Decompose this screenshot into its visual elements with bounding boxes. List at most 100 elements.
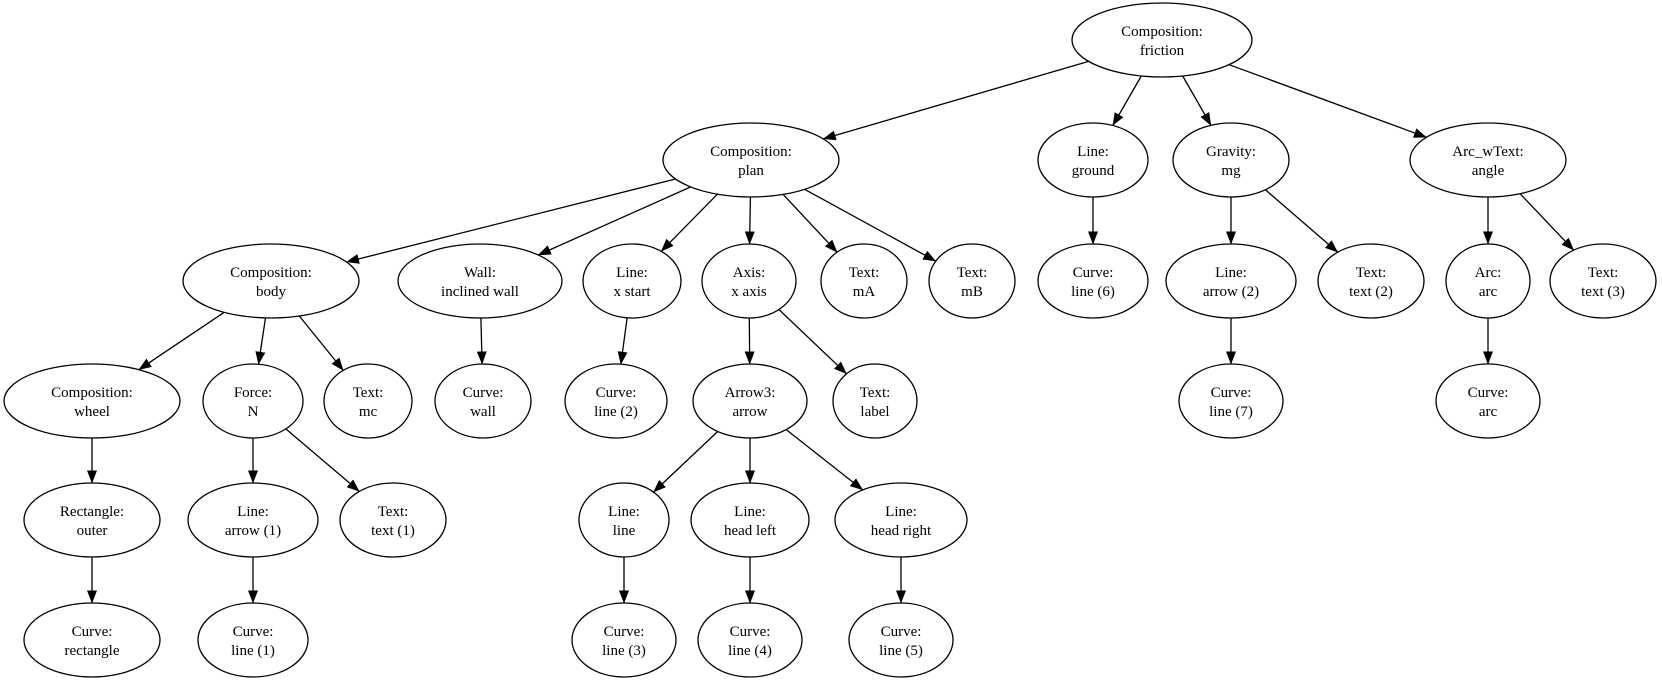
node-type-label: Text: — [849, 265, 880, 281]
node-name-label: text (1) — [371, 523, 415, 539]
node-type-label: Text: — [353, 385, 384, 401]
node-type-label: Curve: — [72, 624, 113, 640]
node-name-label: text (3) — [1581, 284, 1625, 300]
node-ellipse — [832, 363, 918, 439]
node-mA: Text:mA — [820, 243, 908, 319]
node-name-label: arc — [1479, 284, 1498, 300]
node-type-label: Curve: — [1211, 385, 1252, 401]
node-name-label: text (2) — [1349, 284, 1393, 300]
node-ellipse — [1549, 243, 1657, 319]
node-type-label: Curve: — [596, 385, 637, 401]
node-name-label: mg — [1221, 163, 1241, 179]
node-type-label: Gravity: — [1206, 144, 1256, 160]
node-line7: Curve: line (7) — [1178, 363, 1284, 439]
node-angle: Arc_wText:angle — [1409, 122, 1567, 198]
node-text3: Text: text (3) — [1549, 243, 1657, 319]
node-type-label: Composition: — [710, 144, 792, 160]
edge-arrow3-lineline — [653, 431, 719, 493]
node-headright: Line:head right — [834, 482, 968, 558]
node-name-label: line (5) — [879, 643, 923, 659]
node-name-label: outer — [77, 523, 108, 539]
node-ellipse — [1037, 122, 1149, 198]
node-type-label: Text: — [1588, 265, 1619, 281]
node-line2: Curve:line (2) — [564, 363, 668, 439]
node-type-label: Arc_wText: — [1452, 144, 1523, 160]
node-type-label: Force: — [234, 385, 272, 401]
node-line1: Curve:line (1) — [197, 602, 309, 678]
node-type-label: Rectangle: — [60, 504, 124, 520]
edge-plan-body — [346, 178, 676, 264]
edge-body-forceN — [255, 317, 267, 365]
node-name-label: friction — [1140, 43, 1185, 59]
node-name-label: line (7) — [1209, 404, 1253, 420]
node-wheel: Composition:wheel — [3, 363, 181, 439]
node-body: Composition: body — [182, 243, 360, 319]
node-type-label: Line: — [616, 265, 648, 281]
edge-body-mc — [298, 315, 344, 371]
node-mc: Text:mc — [323, 363, 413, 439]
node-name-label: head left — [724, 523, 777, 539]
node-type-label: Line: — [608, 504, 640, 520]
node-ellipse — [848, 602, 954, 678]
node-line4: Curve: line (4) — [697, 602, 803, 678]
node-type-label: Curve: — [233, 624, 274, 640]
node-ellipse — [202, 363, 304, 439]
node-type-label: Wall: — [464, 265, 496, 281]
node-name-label: plan — [738, 163, 764, 179]
node-ellipse — [1037, 243, 1149, 319]
node-arrow1: Line:arrow (1) — [187, 482, 319, 558]
node-mB: Text:mB — [928, 243, 1016, 319]
node-ellipse — [187, 482, 319, 558]
node-name-label: rectangle — [65, 643, 120, 659]
node-name-label: angle — [1472, 163, 1505, 179]
node-type-label: Text: — [860, 385, 891, 401]
node-type-label: Text: — [378, 504, 409, 520]
node-type-label: Curve: — [730, 624, 771, 640]
node-ellipse — [690, 482, 810, 558]
edge-friction-angle — [1228, 64, 1427, 138]
node-name-label: ground — [1072, 163, 1115, 179]
node-forceN: Force: N — [202, 363, 304, 439]
node-type-label: Axis: — [733, 265, 766, 281]
node-ellipse — [23, 602, 161, 678]
node-ellipse — [582, 243, 682, 319]
node-name-label: x axis — [731, 284, 767, 300]
node-type-label: Composition: — [230, 265, 312, 281]
node-text1: Text: text (1) — [339, 482, 447, 558]
node-ellipse — [834, 482, 968, 558]
node-ellipse — [197, 602, 309, 678]
node-name-label: line (4) — [728, 643, 772, 659]
node-rectangle: Curve: rectangle — [23, 602, 161, 678]
node-ellipse — [697, 602, 803, 678]
edge-forceN-text1 — [285, 428, 360, 492]
node-type-label: Composition: — [51, 385, 133, 401]
node-name-label: arrow — [733, 404, 768, 420]
node-arrow3: Arrow3:arrow — [692, 363, 808, 439]
node-name-label: N — [248, 404, 259, 420]
node-ellipse — [1172, 122, 1290, 198]
node-ellipse — [23, 482, 161, 558]
node-type-label: Curve: — [881, 624, 922, 640]
node-ellipse — [1178, 363, 1284, 439]
node-xaxis: Axis: x axis — [701, 243, 797, 319]
edge-body-wheel — [138, 311, 225, 371]
edge-mg-text2 — [1264, 189, 1339, 253]
node-wall: Wall: inclined wall — [397, 243, 563, 319]
node-outer: Rectangle: outer — [23, 482, 161, 558]
node-line6: Curve:line (6) — [1037, 243, 1149, 319]
node-ground: Line:ground — [1037, 122, 1149, 198]
node-ellipse — [1071, 2, 1253, 78]
nodes-layer: Composition:frictionComposition:planLine… — [3, 2, 1657, 678]
node-xstart: Line:x start — [582, 243, 682, 319]
node-type-label: Arc: — [1475, 265, 1502, 281]
edge-arrow3-headright — [785, 429, 864, 491]
node-name-label: inclined wall — [441, 284, 519, 300]
node-name-label: label — [860, 404, 889, 420]
node-ellipse — [578, 482, 670, 558]
edge-xaxis-label — [778, 309, 847, 375]
node-type-label: Line: — [237, 504, 269, 520]
node-text2: Text:text (2) — [1317, 243, 1425, 319]
node-name-label: body — [256, 284, 287, 300]
